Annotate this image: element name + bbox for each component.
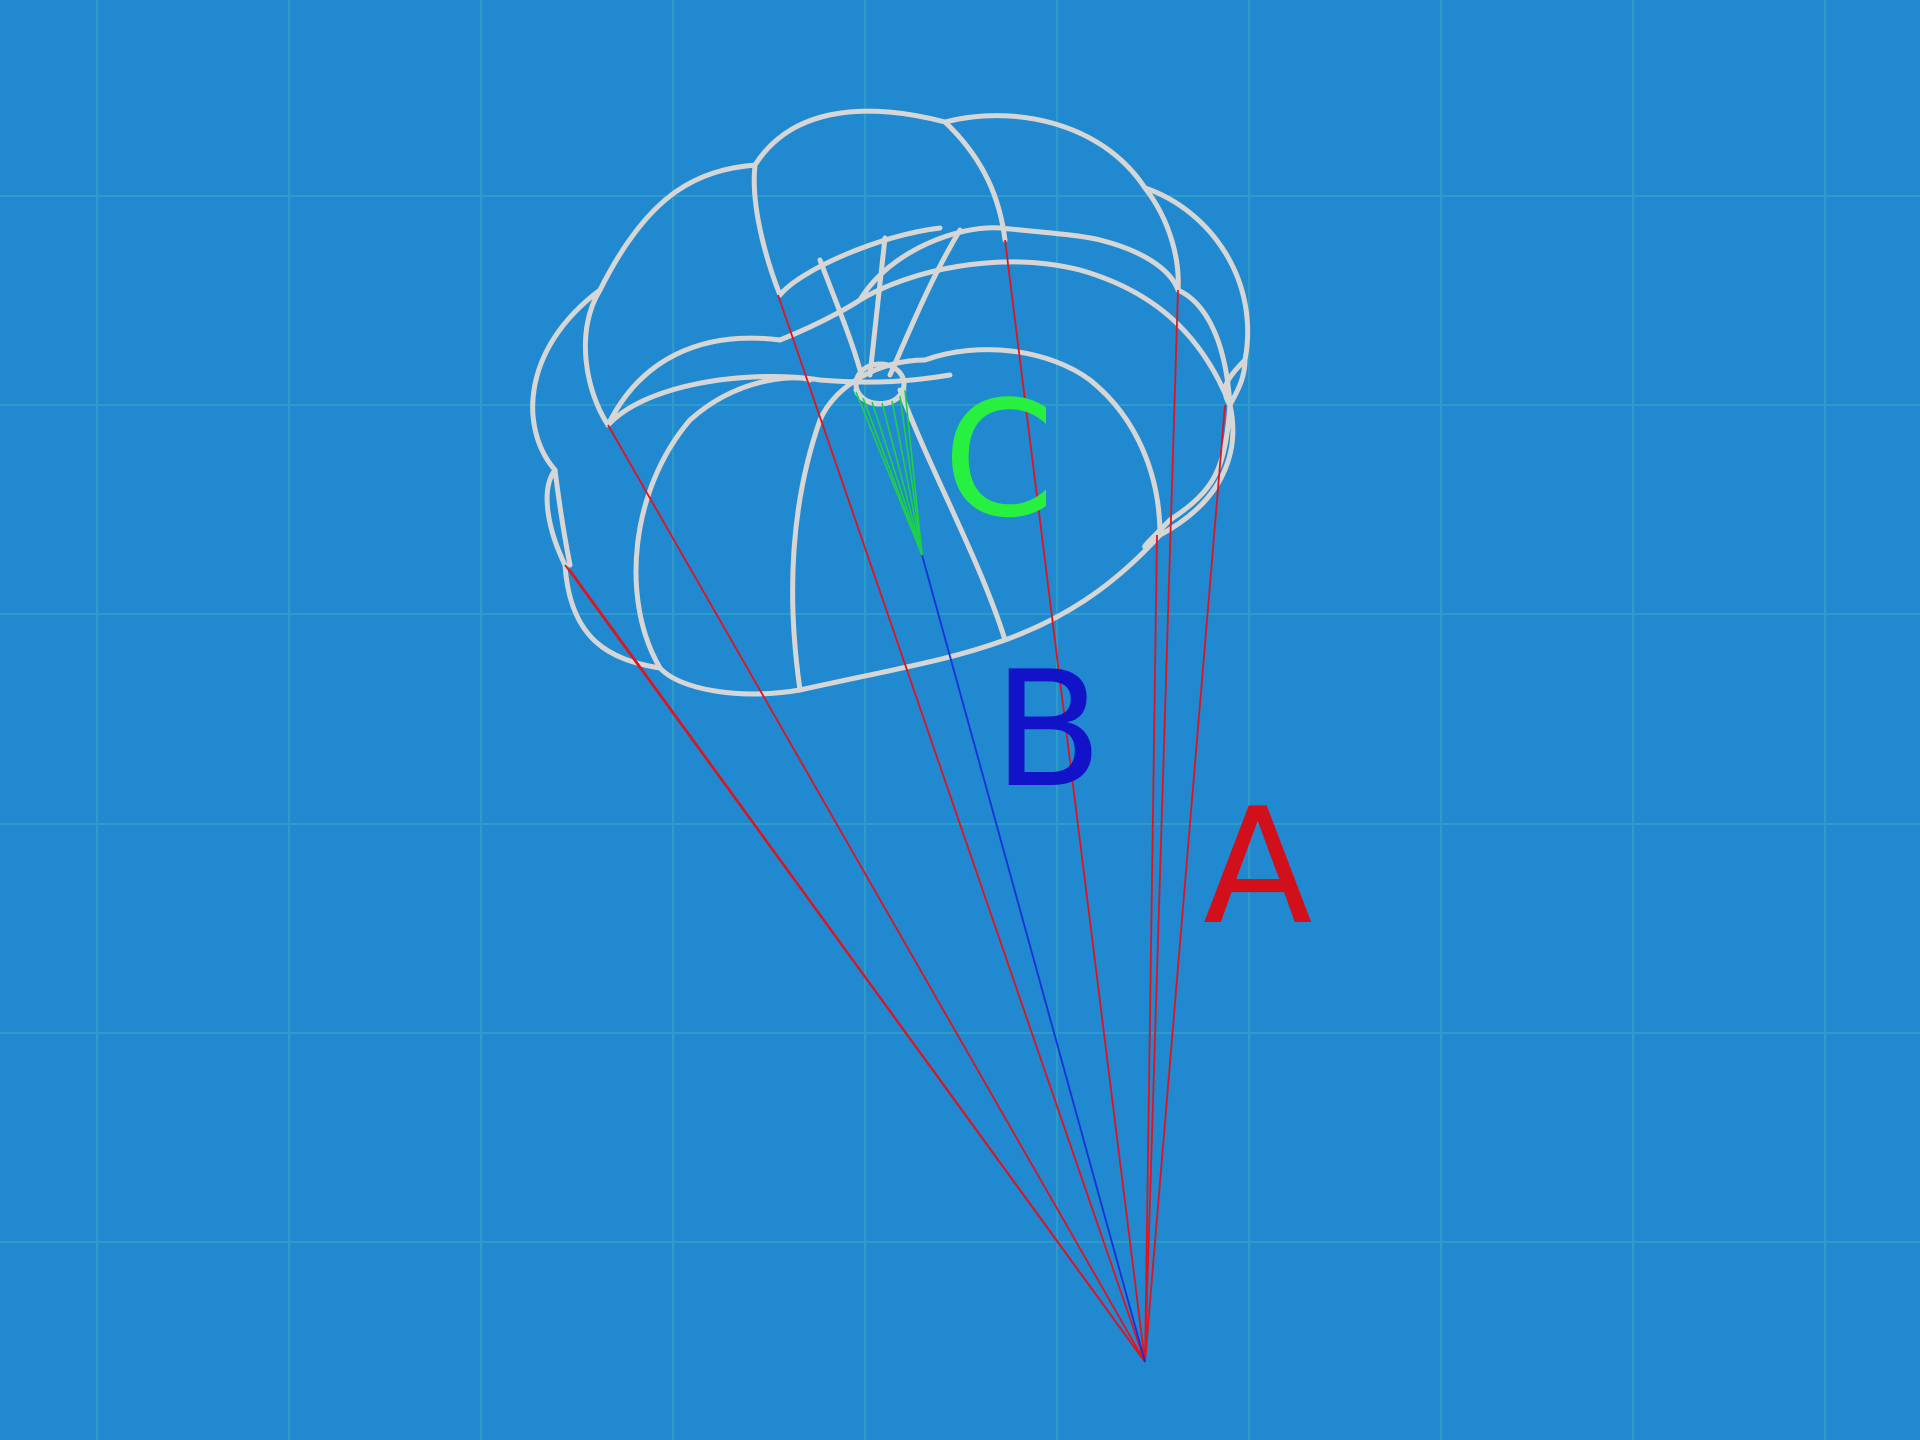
suspension-line xyxy=(777,294,1146,1363)
canopy-inner-gore xyxy=(867,235,888,378)
canopy-inner-gore xyxy=(857,259,1233,408)
canopy-inner-gore xyxy=(790,357,928,693)
label-b: B xyxy=(993,636,1103,823)
canopy-rib xyxy=(552,467,573,568)
vent-line xyxy=(904,389,923,556)
suspension-line xyxy=(569,569,1146,1363)
canopy-rib xyxy=(1142,185,1181,293)
vent-line xyxy=(899,395,923,556)
suspension-line xyxy=(607,424,1146,1363)
bridle-line xyxy=(921,554,1146,1363)
suspension-line xyxy=(1144,534,1158,1363)
canopy-inner-rim xyxy=(605,225,1233,550)
suspension-line xyxy=(1004,239,1146,1363)
vent-line xyxy=(871,401,923,556)
label-a: A xyxy=(1203,773,1312,960)
vent-lines xyxy=(855,389,923,556)
canopy-inner-gore xyxy=(817,257,863,373)
suspension-line xyxy=(1144,289,1179,1363)
canopy-inner-gore xyxy=(887,227,963,378)
vent-line xyxy=(862,397,923,556)
canopy xyxy=(530,108,1251,697)
suspension-lines xyxy=(564,239,1226,1363)
canopy-rib xyxy=(751,162,783,298)
label-c: C xyxy=(943,366,1055,553)
vent-line xyxy=(891,400,923,556)
canopy-inner-gore xyxy=(777,225,943,298)
canopy-rib xyxy=(942,119,1008,243)
vent-line xyxy=(881,402,923,556)
canopy-vent-rim xyxy=(853,387,907,406)
canopy-inner-gore xyxy=(897,387,1008,643)
suspension-line xyxy=(1144,404,1226,1363)
canopy-rib xyxy=(582,287,611,428)
canopy-inner-gore xyxy=(633,375,813,671)
canopy-inner-gore xyxy=(922,347,1163,538)
